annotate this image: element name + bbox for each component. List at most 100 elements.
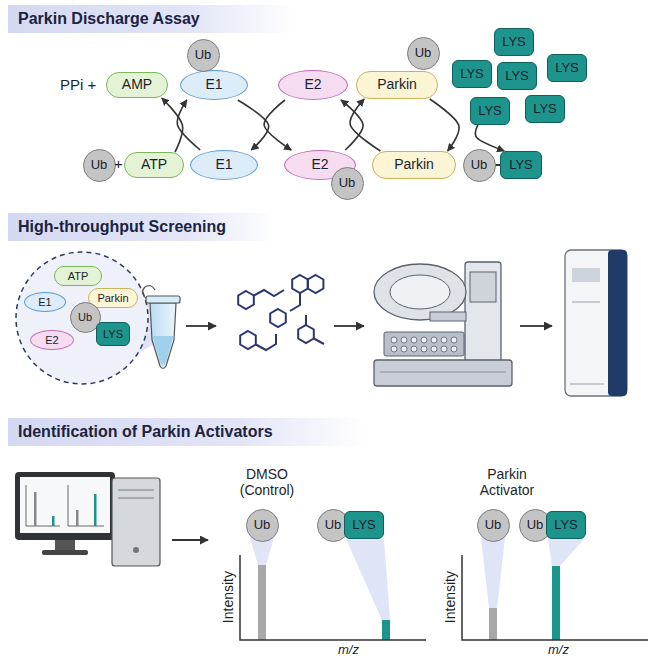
reaction-arrow [162,98,183,152]
node-text: LYS [352,518,376,532]
autosampler-instrument-part [451,337,457,343]
compound-structures-part [292,275,308,293]
flow-arrow-part [334,325,364,327]
reaction-arrow [177,100,200,150]
flow-arrow [520,326,552,327]
section-header-band: Parkin Discharge Assay [8,5,293,33]
mass-spectrometer-part [572,302,600,303]
spectrum-chart-part [481,538,505,608]
autosampler-instrument-part [451,346,457,352]
mass-spectrometer-part [572,268,600,282]
computer-icon-part [94,494,97,526]
ubiquitin-circle: Ub [331,167,364,200]
node-text: Ub [325,518,342,532]
node-text: LYS [533,102,557,116]
axis-label: m/z [338,643,359,658]
spectrum-chart-part [250,538,274,565]
node-text: E2 [304,77,321,92]
node-text: Parkin [377,77,417,92]
inset-circle-part [16,252,148,384]
spectrum-chart-part [548,539,584,566]
node-text: Ub [527,518,544,532]
computer-icon-part [133,547,139,553]
annotation-label: Parkin Activator [462,466,552,498]
node-text: AMP [122,77,152,92]
node-text: Ub [415,46,432,60]
lysine-square: LYS [497,62,537,90]
computer-icon-part [112,478,160,566]
autosampler-instrument-part [384,332,464,356]
computer-icon-part [118,498,154,499]
autosampler-instrument-part [374,360,512,386]
computer-icon-part [52,516,55,526]
autosampler-instrument-part [421,337,427,343]
axis-label: Intensity [442,562,458,632]
autosampler-instrument-part [441,346,447,352]
node-text: LYS [509,158,533,172]
ubiquitin-circle: Ub [246,509,279,542]
node-text: Parkin Discharge Assay [18,10,200,28]
autosampler-instrument-part [465,262,501,362]
node-text: Ub [78,311,92,323]
nucleotide-pill: AMP [106,72,168,98]
mass-spectrometer-part [608,250,627,396]
autosampler-instrument-part [421,346,427,352]
compound-structures-part [306,315,324,344]
autosampler-instrument-part [390,275,450,309]
node-text: E1 [215,157,232,172]
ubiquitin-circle: Ub [407,37,440,70]
autosampler-instrument-part [431,346,437,352]
node-text: Ub [195,48,212,62]
autosampler-instrument-part [391,337,457,352]
annotation-label: DMSO (Control) [222,466,312,498]
tube-icon-part [150,303,176,369]
autosampler-instrument-part [441,337,447,343]
spectrum-chart-part [258,565,266,640]
autosampler-instrument-part [470,272,496,302]
autosampler-instrument-part [431,337,437,343]
tube-icon-part [153,336,174,365]
lysine-square: LYS [494,28,534,56]
autosampler-instrument-part [374,264,466,320]
node-text: E1 [205,77,222,92]
node-text: Ub [485,518,502,532]
tube-icon [142,286,180,369]
enzyme-ellipse: E1 [24,292,66,312]
enzyme-ellipse: E1 [190,150,258,180]
lysine-square: LYS [96,322,130,346]
compound-structures-part [290,293,300,311]
lysine-square: LYS [344,511,384,539]
nucleotide-pill: ATP [124,152,184,178]
lysine-square: LYS [500,151,542,179]
compound-structures-part [238,291,254,309]
spectrum-chart-part [240,555,426,640]
ubiquitin-circle: Ub [83,149,116,182]
ligase-pill: Parkin [372,151,456,179]
annotation-label: PPi + [60,76,96,93]
mass-spectrometer-part [570,384,604,385]
flow-arrow [172,540,208,541]
autosampler-instrument-part [411,346,417,352]
section-header-band: High-throughput Screening [8,213,276,241]
lysine-square: LYS [470,97,510,125]
computer-icon-part [20,477,110,533]
enzyme-ellipse: E2 [278,70,348,100]
compound-structures [238,275,324,350]
flow-arrow-part [186,325,216,327]
computer-icon-part [15,472,115,540]
computer-icon-part [118,490,154,491]
node-text: ATP [68,270,89,282]
node-text: LYS [502,35,526,49]
reaction-arrow [350,99,380,151]
autosampler-instrument-part [401,337,407,343]
reaction-arrow [341,100,363,150]
flow-arrow-part [520,325,552,327]
mass-spectrometer-part [565,250,627,396]
computer-icon-part [34,492,37,526]
node-text: E2 [311,157,328,172]
node-text: LYS [554,518,578,532]
autosampler-instrument-part [411,337,417,343]
computer-icon-part [26,485,104,526]
node-text: Ub [339,176,356,190]
lysine-square: LYS [452,60,492,88]
